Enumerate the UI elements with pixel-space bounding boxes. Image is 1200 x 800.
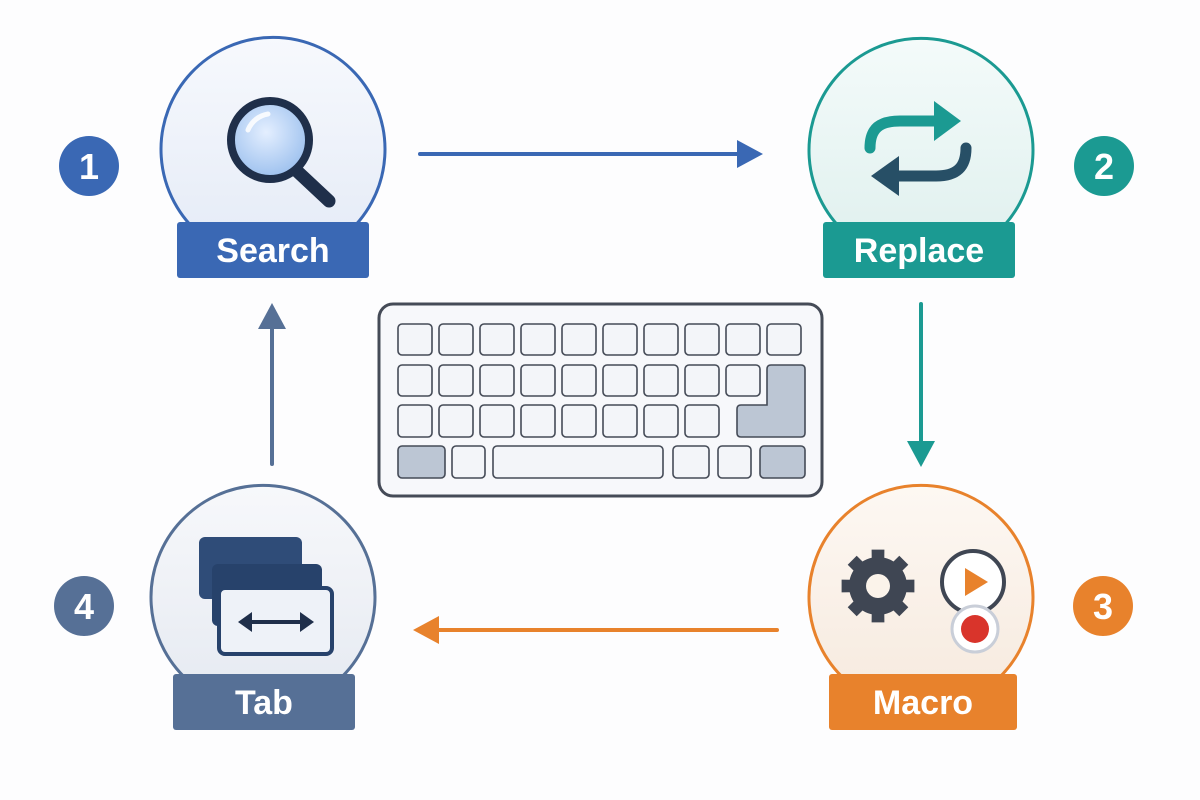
node-macro[interactable]: Macro (807, 483, 1035, 730)
replace-label-box (823, 222, 1015, 278)
step-number-3: 3 (1093, 586, 1113, 627)
keyboard-key (561, 323, 597, 356)
keyboard-key (602, 323, 638, 356)
step-number-2: 2 (1094, 146, 1114, 187)
keyboard-key (397, 445, 446, 479)
search-label: Search (216, 232, 329, 270)
keyboard-key (479, 364, 515, 397)
record-icon (950, 604, 1000, 654)
keyboard-keys (397, 323, 806, 479)
keyboard-key (397, 404, 433, 438)
play-icon (940, 549, 1006, 615)
keyboard-key (397, 364, 433, 397)
keyboard-key (561, 364, 597, 397)
keyboard-key (602, 364, 638, 397)
node-search[interactable]: Search (159, 35, 387, 278)
arrow-search-to-replace (418, 140, 763, 168)
tab-label: Tab (235, 684, 293, 722)
step-badge-4: 4 (54, 576, 114, 636)
gear-hole (866, 574, 890, 598)
keyboard-key (438, 404, 474, 438)
keyboard-key (643, 323, 679, 356)
keyboard-key (672, 445, 710, 479)
step-badge-1: 1 (59, 136, 119, 196)
gear-icon (841, 549, 915, 623)
keyboard-key (725, 323, 761, 356)
magnifying-glass-icon (227, 97, 336, 208)
step-badge-3: 3 (1073, 576, 1133, 636)
step-number-1: 1 (79, 146, 99, 187)
step-badge-2: 2 (1074, 136, 1134, 196)
keyboard-key (492, 445, 664, 479)
macro-label-box (829, 674, 1017, 730)
keyboard-key (479, 323, 515, 356)
keyboard-key (451, 445, 486, 479)
keyboard-key (766, 323, 802, 356)
search-label-box (177, 222, 369, 278)
keyboard-key (520, 323, 556, 356)
keyboard-key (684, 323, 720, 356)
tab-label-box (173, 674, 355, 730)
keyboard-key (479, 404, 515, 438)
keyboard-key (520, 364, 556, 397)
keyboard-key (725, 364, 761, 397)
keyboard-key (397, 323, 433, 356)
swap-arrows-icon (864, 101, 972, 196)
keyboard-icon (377, 302, 824, 498)
node-replace[interactable]: Replace (807, 36, 1035, 278)
keyboard-key (438, 323, 474, 356)
enter-key (736, 364, 806, 438)
keyboard-key (520, 404, 556, 438)
node-tab[interactable]: Tab (149, 483, 377, 730)
arrow-replace-to-macro (907, 302, 935, 467)
arrow-macro-to-tab (413, 616, 779, 644)
keyboard-key (438, 364, 474, 397)
keyboard-key (759, 445, 806, 479)
keyboard-key (684, 404, 720, 438)
arrow-tab-to-search (258, 303, 286, 466)
keyboard-key (602, 404, 638, 438)
keyboard-key (643, 364, 679, 397)
keyboard-key (561, 404, 597, 438)
switch-tab-icon (199, 537, 334, 656)
keyboard-key (643, 404, 679, 438)
keyboard-key (717, 445, 752, 479)
macro-label: Macro (873, 684, 973, 722)
keyboard-key (684, 364, 720, 397)
replace-label: Replace (854, 232, 984, 270)
step-number-4: 4 (74, 586, 94, 627)
